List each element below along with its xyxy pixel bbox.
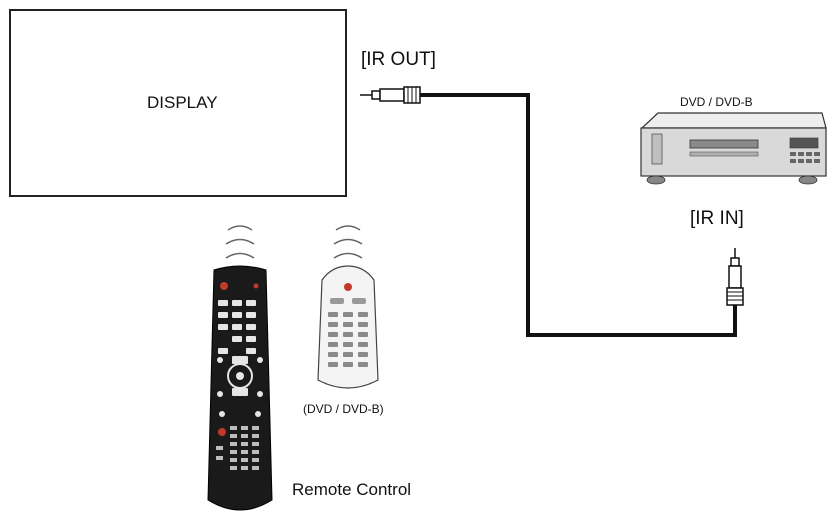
ir-in-label: [IR IN] bbox=[690, 208, 744, 229]
display-screen bbox=[9, 9, 347, 197]
ir-signal-waves-icon bbox=[333, 225, 363, 259]
remote-control-icon bbox=[207, 265, 273, 511]
display-label: DISPLAY bbox=[147, 93, 218, 112]
remote-control-label: Remote Control bbox=[292, 480, 412, 499]
dvd-player-label: DVD / DVD-B bbox=[680, 95, 753, 109]
dvd-player-icon bbox=[640, 112, 827, 185]
ir-out-jack-icon bbox=[360, 86, 421, 104]
dvd-remote-icon bbox=[317, 265, 379, 389]
dvd-remote-label: (DVD / DVD-B) bbox=[303, 402, 384, 416]
ir-in-jack-icon bbox=[726, 248, 744, 306]
ir-signal-waves-icon bbox=[225, 225, 255, 259]
ir-out-label: [IR OUT] bbox=[361, 49, 436, 70]
ir-cable bbox=[420, 93, 737, 337]
